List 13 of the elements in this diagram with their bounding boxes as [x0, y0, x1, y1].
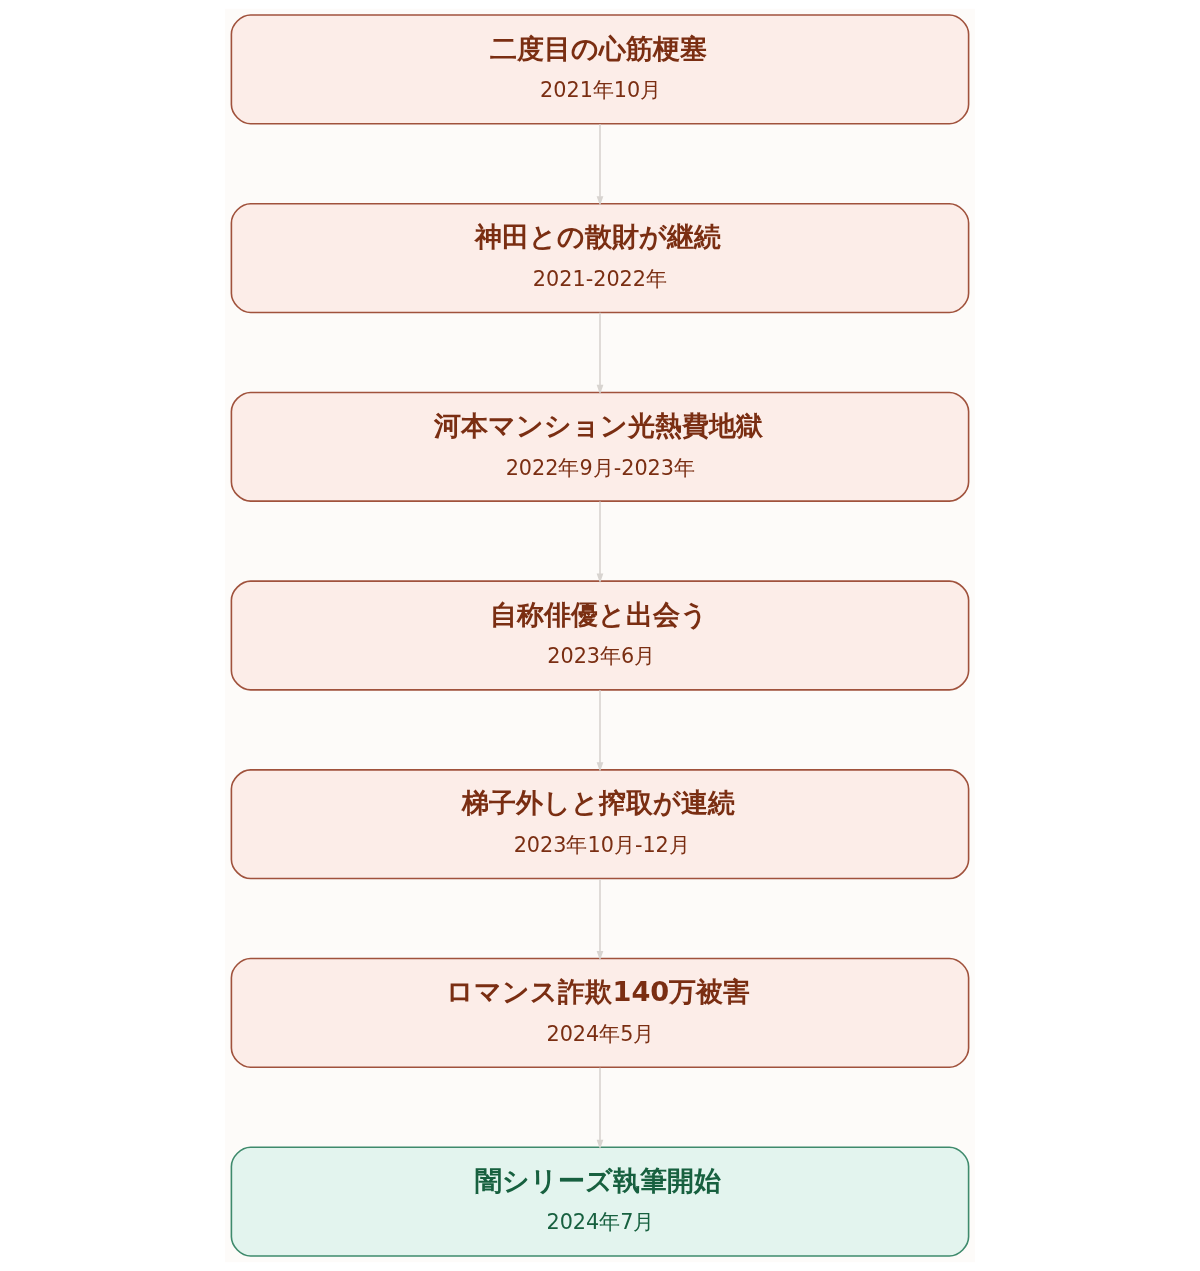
node-box: 神田との散財が継続 2021-2022年	[230, 202, 970, 314]
node-box: 二度目の心筋梗塞 2021年10月	[230, 14, 970, 125]
arrow	[596, 500, 604, 584]
arrow	[596, 123, 604, 206]
node-box: ロマンス詐欺140万被害 2024年5月	[230, 957, 970, 1069]
arrow	[596, 689, 604, 772]
arrow	[596, 312, 604, 395]
node-box: 河本マンション光熱費地獄 2022年9月-2023年	[230, 391, 970, 502]
node-box: 自称俳優と出会う 2023年6月	[230, 580, 970, 691]
node-box: 闇シリーズ執筆開始 2024年7月	[230, 1146, 970, 1257]
arrow	[596, 878, 604, 961]
node-box: 梯子外しと搾取が連続 2023年10月-12月	[230, 769, 970, 880]
arrow	[596, 1066, 604, 1150]
